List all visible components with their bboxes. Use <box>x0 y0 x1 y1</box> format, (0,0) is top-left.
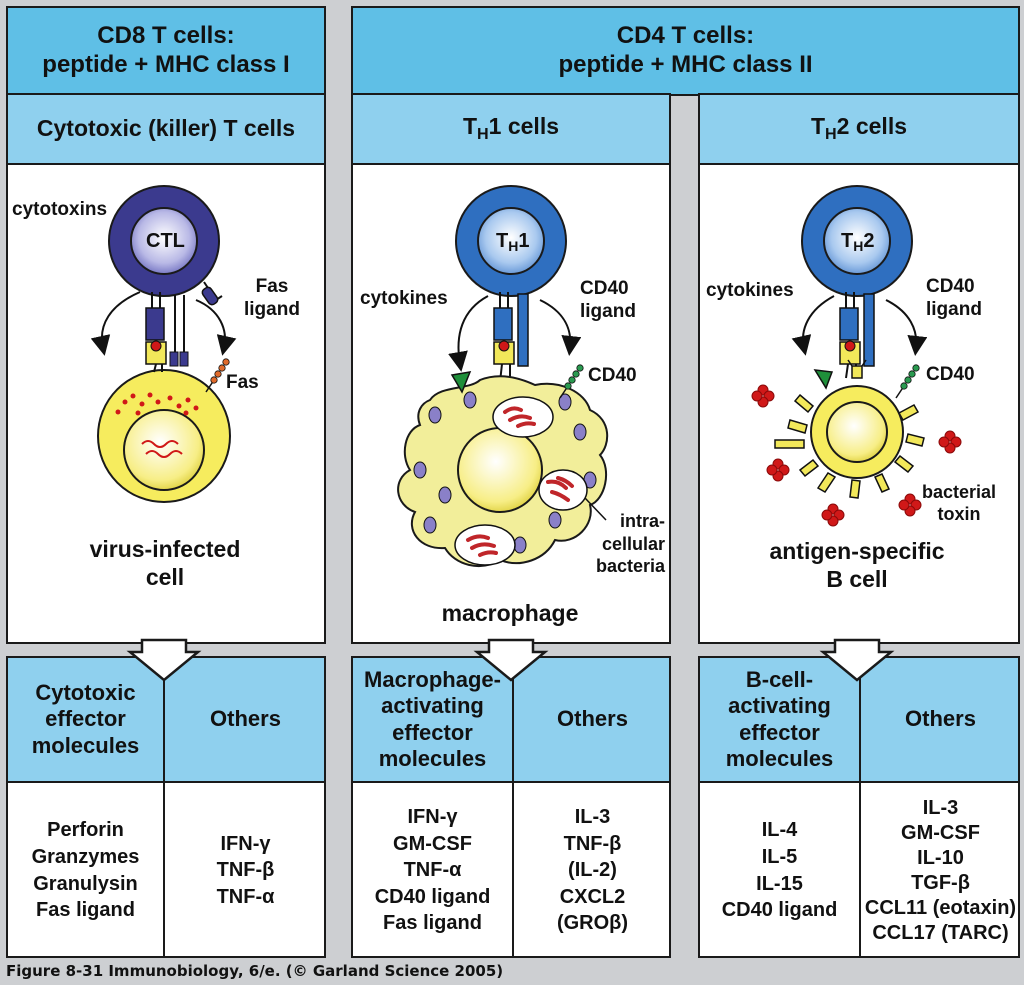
th2-cell-label: TH2 <box>841 230 875 255</box>
th2-subtitle-text: TH2 cells <box>810 113 908 144</box>
cytotoxin-arrow <box>90 291 141 356</box>
list-item: IFN-γ <box>220 832 271 855</box>
bacterial-toxins <box>751 384 962 527</box>
cd8-col2-list: IFN-γ TNF-β TNF-α <box>165 783 326 958</box>
th2-subtitle: TH2 cells <box>698 93 1020 165</box>
list-item: TNF-β <box>563 832 622 855</box>
list-item: Fas ligand <box>36 899 135 922</box>
cytotoxins-label: cytotoxins <box>12 199 108 220</box>
list-item: GM-CSF <box>393 832 472 855</box>
list-item: TNF-α <box>216 885 275 908</box>
th1-cytokine-arrow <box>448 295 489 372</box>
list-item: TNF-β <box>216 859 275 882</box>
cd8-title-line1: CD8 T cells: <box>97 22 235 50</box>
cd40-receptor <box>559 364 584 399</box>
list-item: Fas ligand <box>383 912 482 935</box>
th1-col2-header: Others <box>557 706 628 732</box>
list-item: CXCL2 <box>559 885 626 908</box>
down-arrow-th2 <box>819 638 895 682</box>
cd8-title: CD8 T cells:peptide + MHC class I <box>6 6 326 96</box>
fas-receptor <box>205 358 230 393</box>
th2-cd40-label: CD40 <box>926 364 975 385</box>
th2-table-divider <box>859 656 861 958</box>
list-item: TNF-α <box>403 859 462 882</box>
list-item: Perforin <box>47 819 124 842</box>
bacteria-vesicles <box>454 396 588 566</box>
list-item: (IL-2) <box>568 859 617 882</box>
list-item: IL-5 <box>761 845 798 868</box>
th1-cell-label: TH1 <box>496 230 530 255</box>
list-item: IL-4 <box>761 819 798 842</box>
cd4-title-line1: CD4 T cells: <box>616 22 755 50</box>
cd8-col2-header: Others <box>210 706 281 732</box>
cd8-col1-list: Perforin Granzymes Granulysin Fas ligand <box>6 783 165 958</box>
th2-cell <box>801 185 913 297</box>
cd8-title-line2: peptide + MHC class I <box>42 51 290 78</box>
list-item: IL-3 <box>574 806 611 829</box>
th2-col2-list: IL-3 GM-CSF IL-10 TGF-β CCL11 (eotaxin) … <box>861 783 1020 958</box>
list-item: (GROβ) <box>556 912 629 935</box>
th1-receptors <box>493 292 529 383</box>
ctl-label: CTL <box>146 230 185 252</box>
list-item: Granzymes <box>31 845 140 868</box>
list-item: TGF-β <box>911 871 970 894</box>
th1-col1-list: IFN-γ GM-CSF TNF-α CD40 ligand Fas ligan… <box>351 783 514 958</box>
th2-cd40-arrow <box>885 299 928 356</box>
cd40-receptor-b <box>895 364 920 399</box>
th1-col2-list: IL-3 TNF-β (IL-2) CXCL2 (GROβ) <box>514 783 671 958</box>
list-item: IL-10 <box>917 846 964 869</box>
list-item: IL-15 <box>756 872 803 895</box>
figure-caption: Figure 8-31 Immunobiology, 6/e. (© Garla… <box>6 962 504 980</box>
bacteria-pointer <box>584 497 607 521</box>
fas-label: Fas <box>226 372 259 393</box>
th2-receptors <box>839 292 875 379</box>
cd4-title-line2: peptide + MHC class II <box>558 51 813 78</box>
th2-cytokines-label: cytokines <box>706 280 794 301</box>
list-item: CD40 ligand <box>721 899 838 922</box>
th1-subtitle: TH1 cells <box>351 93 671 165</box>
down-arrow-cd8 <box>126 638 202 682</box>
ctl-receptors <box>145 281 223 367</box>
th1-table-divider <box>512 656 514 958</box>
list-item: Granulysin <box>33 872 138 895</box>
th1-cd40-label: CD40 <box>588 365 637 386</box>
th2-col2-header: Others <box>905 706 976 732</box>
list-item: CCL11 (eotaxin) <box>864 896 1017 919</box>
cd8-table-divider <box>163 656 165 958</box>
ctl-cell <box>108 185 220 297</box>
cd4-title: CD4 T cells:peptide + MHC class II <box>351 6 1020 96</box>
list-item: CD40 ligand <box>374 885 491 908</box>
down-arrow-th1 <box>473 638 549 682</box>
list-item: IFN-γ <box>407 806 458 829</box>
list-item: GM-CSF <box>901 821 980 844</box>
macrophage-label: macrophage <box>441 600 579 626</box>
th2-col1-list: IL-4 IL-5 IL-15 CD40 ligand <box>698 783 861 958</box>
th1-cd40-arrow <box>539 299 582 356</box>
cd8-subtitle: Cytotoxic (killer) T cells <box>6 93 326 165</box>
virus-infected-cell <box>97 358 231 503</box>
th2-cytokine-arrow <box>791 295 835 356</box>
macrophage <box>397 364 609 567</box>
b-cell <box>751 359 962 527</box>
th1-cytokines-label: cytokines <box>360 288 448 309</box>
th1-subtitle-text: TH1 cells <box>462 113 560 144</box>
cd8-subtitle-text: Cytotoxic (killer) T cells <box>36 115 296 142</box>
th1-cell <box>455 185 567 297</box>
list-item: IL-3 <box>922 796 959 819</box>
list-item: CCL17 (TARC) <box>872 921 1009 944</box>
fas-ligand-arrow <box>195 299 237 356</box>
